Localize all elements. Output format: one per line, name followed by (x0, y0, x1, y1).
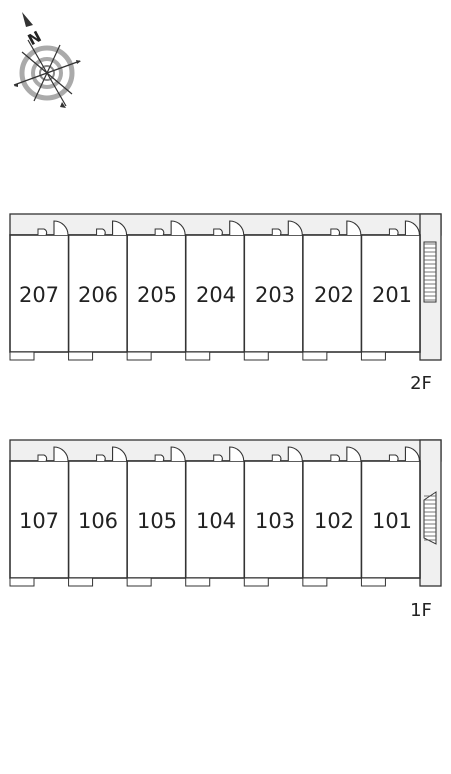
room-101: 101 (372, 509, 412, 533)
window-icon (271, 228, 282, 236)
window-icon (213, 228, 223, 236)
room-202: 202 (314, 283, 354, 307)
balcony-box (243, 577, 269, 587)
room-dividers-2f (67, 235, 363, 352)
door-icon (229, 446, 245, 462)
balcony-box (360, 351, 386, 361)
window-icon (213, 454, 223, 462)
room-102: 102 (314, 509, 354, 533)
balcony-box (68, 577, 94, 587)
room-206: 206 (78, 283, 118, 307)
balcony-box (243, 351, 269, 361)
window-icon (154, 228, 165, 236)
door-icon (170, 446, 186, 462)
room-103: 103 (255, 509, 295, 533)
balconies-1f (9, 577, 386, 587)
door-icon (404, 446, 420, 462)
room-204: 204 (196, 283, 236, 307)
door-icon (287, 220, 303, 236)
door-icon (53, 446, 69, 462)
corridor-1f (9, 439, 442, 462)
balcony-box (9, 577, 35, 587)
floor-label-1f: 1F (410, 600, 432, 621)
balcony-box (9, 351, 35, 361)
window-icon (154, 454, 165, 462)
window-icon (271, 454, 282, 462)
room-107: 107 (19, 509, 59, 533)
window-icon (330, 454, 340, 462)
door-icon (229, 220, 245, 236)
room-201: 201 (372, 283, 412, 307)
room-205: 205 (137, 283, 177, 307)
floor-label-2f: 2F (410, 373, 432, 394)
room-207: 207 (19, 283, 59, 307)
room-203: 203 (255, 283, 295, 307)
floor-2f: 207 206 205 204 203 202 201 2F (9, 213, 442, 394)
stair-icon (423, 241, 437, 303)
room-104: 104 (196, 509, 236, 533)
window-icon (330, 228, 340, 236)
window-icon (96, 228, 106, 236)
room-106: 106 (78, 509, 118, 533)
balcony-box (126, 577, 152, 587)
balcony-box (185, 577, 211, 587)
window-icon (388, 454, 399, 462)
room-dividers-1f (67, 461, 363, 578)
balcony-box (185, 351, 211, 361)
door-icon (112, 446, 128, 462)
doors-2f (37, 220, 420, 236)
rooms-block-2f (9, 234, 421, 353)
door-icon (53, 220, 69, 236)
balcony-box (126, 351, 152, 361)
doors-1f (37, 446, 420, 462)
corridor-2f (9, 213, 442, 236)
stair-icon (423, 491, 437, 545)
door-icon (404, 220, 420, 236)
balcony-box (360, 577, 386, 587)
door-icon (346, 220, 362, 236)
balcony-box (302, 577, 328, 587)
balcony-box (302, 351, 328, 361)
window-icon (37, 454, 48, 462)
compass-icon: N (13, 12, 81, 108)
door-icon (170, 220, 186, 236)
balcony-box (68, 351, 94, 361)
window-icon (96, 454, 106, 462)
floor-1f: 107 106 105 104 103 102 101 1F (9, 439, 442, 621)
door-icon (112, 220, 128, 236)
window-icon (388, 228, 399, 236)
rooms-block-1f (9, 460, 421, 579)
balconies-2f (9, 351, 386, 361)
door-icon (287, 446, 303, 462)
window-icon (37, 228, 48, 236)
compass-north-label: N (25, 27, 45, 49)
door-icon (346, 446, 362, 462)
room-105: 105 (137, 509, 177, 533)
